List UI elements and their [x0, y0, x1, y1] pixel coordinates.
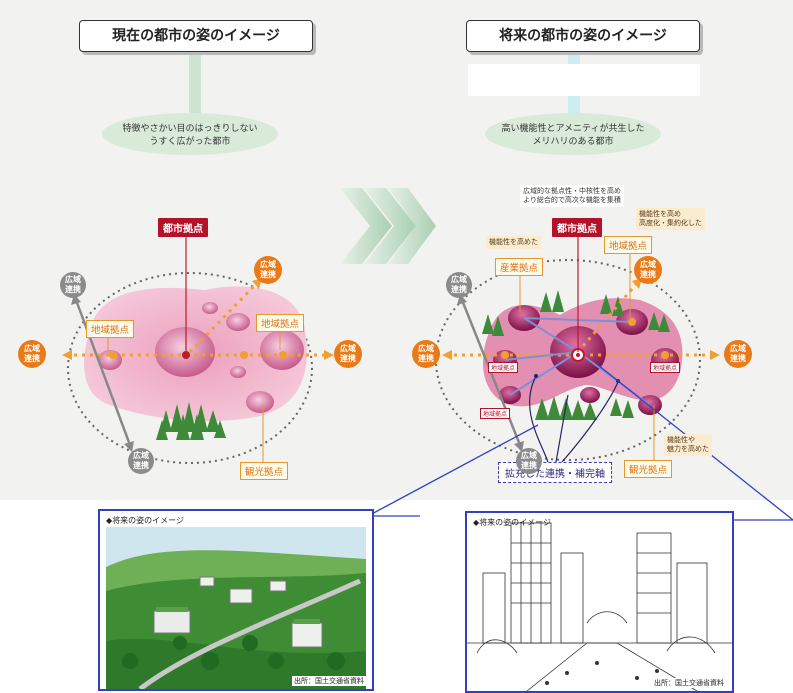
left-forest [156, 402, 226, 440]
left-photo-title: ◆将来の姿のイメージ [106, 516, 184, 525]
future-image-photo-right: ◆将来の姿のイメージ 出所：国土交通省資料 [465, 511, 734, 693]
left-wide-link-grey-top: 広域連携 [60, 272, 86, 298]
photo-link-left [367, 424, 539, 517]
left-tourism-hub: 観光拠点 [240, 462, 289, 480]
left-grey-link [74, 299, 132, 446]
left-hill-small3 [202, 302, 218, 314]
right-white-band [468, 64, 700, 96]
right-photo-source: 出所：国土交通省資料 [652, 678, 726, 688]
right-oval-line1: 高い機能性とアメニティが共生した [501, 124, 645, 134]
right-note-industry: 機能性を高めた [486, 236, 541, 249]
right-small-label-c: 地域拠点 [650, 362, 681, 373]
left-region-hub-b: 地域拠点 [256, 314, 305, 332]
right-region-hub: 地域拠点 [604, 236, 653, 254]
left-oval-line2: うすく広がった都市 [149, 137, 231, 147]
right-note-top: 広域的な拠点性・中核性を高めより総合的で高次な機能を集積 [520, 185, 624, 207]
left-photo-source: 出所：国土交通省資料 [292, 676, 366, 686]
right-title: 将来の都市の姿のイメージ [466, 20, 700, 52]
right-wide-link-grey-top: 広域連携 [446, 272, 472, 298]
left-wide-link-right: 広域連携 [334, 340, 362, 368]
left-title-stem [189, 55, 201, 117]
left-hill-top [226, 313, 250, 331]
right-photo-title: ◆将来の姿のイメージ [473, 518, 551, 527]
left-hill-right [260, 330, 304, 370]
right-tourism-hub: 観光拠点 [624, 460, 673, 478]
left-wide-link-grey-bottom: 広域連携 [128, 448, 154, 474]
left-hill-small2 [230, 366, 246, 378]
right-wide-link-top-right: 広域連携 [634, 256, 662, 284]
right-city-hub-label: 都市拠点 [552, 218, 602, 237]
left-oval-line1: 特徴やさかい目のはっきりしない [122, 124, 258, 134]
left-region-hub-a: 地域拠点 [86, 320, 135, 338]
right-wide-link-grey-bottom: 広域連携 [516, 448, 542, 474]
left-city-hub-label: 都市拠点 [158, 218, 208, 237]
left-title: 現在の都市の姿のイメージ [79, 20, 313, 52]
left-boundary-ellipse [67, 272, 313, 464]
right-note-region: 機能性を高め高度化・集約化した [636, 208, 705, 230]
future-image-photo-left: ◆将来の姿のイメージ 出所：国土交通省資料 [98, 509, 374, 691]
right-industry-hub: 産業拠点 [495, 258, 544, 276]
left-description-oval: 特徴やさかい目のはっきりしない うすく広がった都市 [102, 113, 278, 155]
right-description-oval: 高い機能性とアメニティが共生した メリハリのある都市 [485, 113, 661, 155]
left-wide-link-left: 広域連携 [18, 340, 46, 368]
right-boundary-ellipse [435, 259, 701, 461]
right-note-tourism: 機能性や魅力を高めた [664, 434, 712, 456]
street-sketch-illustration [467, 513, 732, 691]
right-forest [482, 290, 670, 420]
right-small-label-a: 地域拠点 [488, 362, 519, 373]
transition-chevrons [340, 188, 436, 264]
right-wide-link-left: 広域連携 [412, 340, 440, 368]
left-wide-link-top-right: 広域連携 [254, 256, 282, 284]
right-small-label-b: 地域拠点 [480, 408, 511, 419]
right-oval-line2: メリハリのある都市 [532, 137, 614, 147]
aerial-town-illustration [100, 511, 372, 689]
left-hill-bottom [246, 391, 274, 413]
right-wide-link-right: 広域連携 [724, 340, 752, 368]
